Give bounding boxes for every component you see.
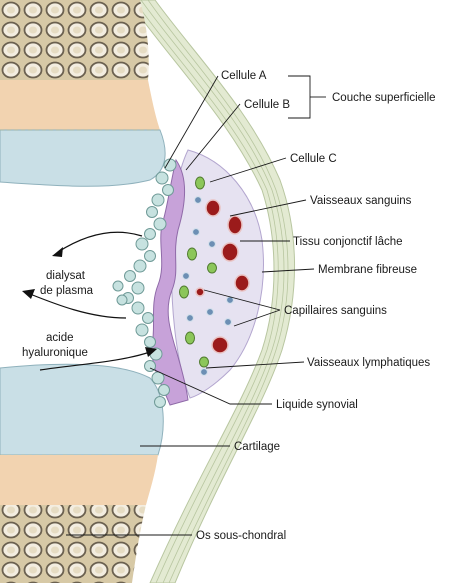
label-dialysat-line2: de plasma (40, 285, 94, 297)
upper-cartilage-tan (0, 80, 160, 130)
label-tissu-conjonctif: Tissu conjonctif lâche (293, 236, 403, 248)
lower-cartilage-tan (0, 455, 158, 505)
label-vaisseaux-sanguins: Vaisseaux sanguins (310, 195, 412, 207)
label-cellule-a: Cellule A (221, 70, 267, 82)
lower-cartilage (0, 364, 163, 455)
upper-cartilage (0, 130, 165, 186)
label-cellule-b: Cellule B (244, 99, 290, 111)
label-dialysat-line1: dialysat (46, 270, 86, 282)
upper-bone (0, 0, 149, 80)
label-cellule-c: Cellule C (290, 153, 337, 165)
label-cartilage: Cartilage (234, 441, 280, 453)
lower-bone (0, 505, 146, 583)
label-membrane-fibreuse: Membrane fibreuse (318, 264, 417, 276)
label-acide-line2: hyaluronique (22, 347, 88, 359)
label-os-sous-chondral: Os sous-chondral (196, 530, 286, 542)
label-liquide-synovial: Liquide synovial (276, 399, 358, 411)
label-acide-line1: acide (46, 332, 74, 344)
label-couche-superficielle: Couche superficielle (332, 92, 436, 104)
label-vaisseaux-lymphatiques: Vaisseaux lymphatiques (307, 357, 430, 369)
label-capillaires-sanguins: Capillaires sanguins (284, 305, 387, 317)
